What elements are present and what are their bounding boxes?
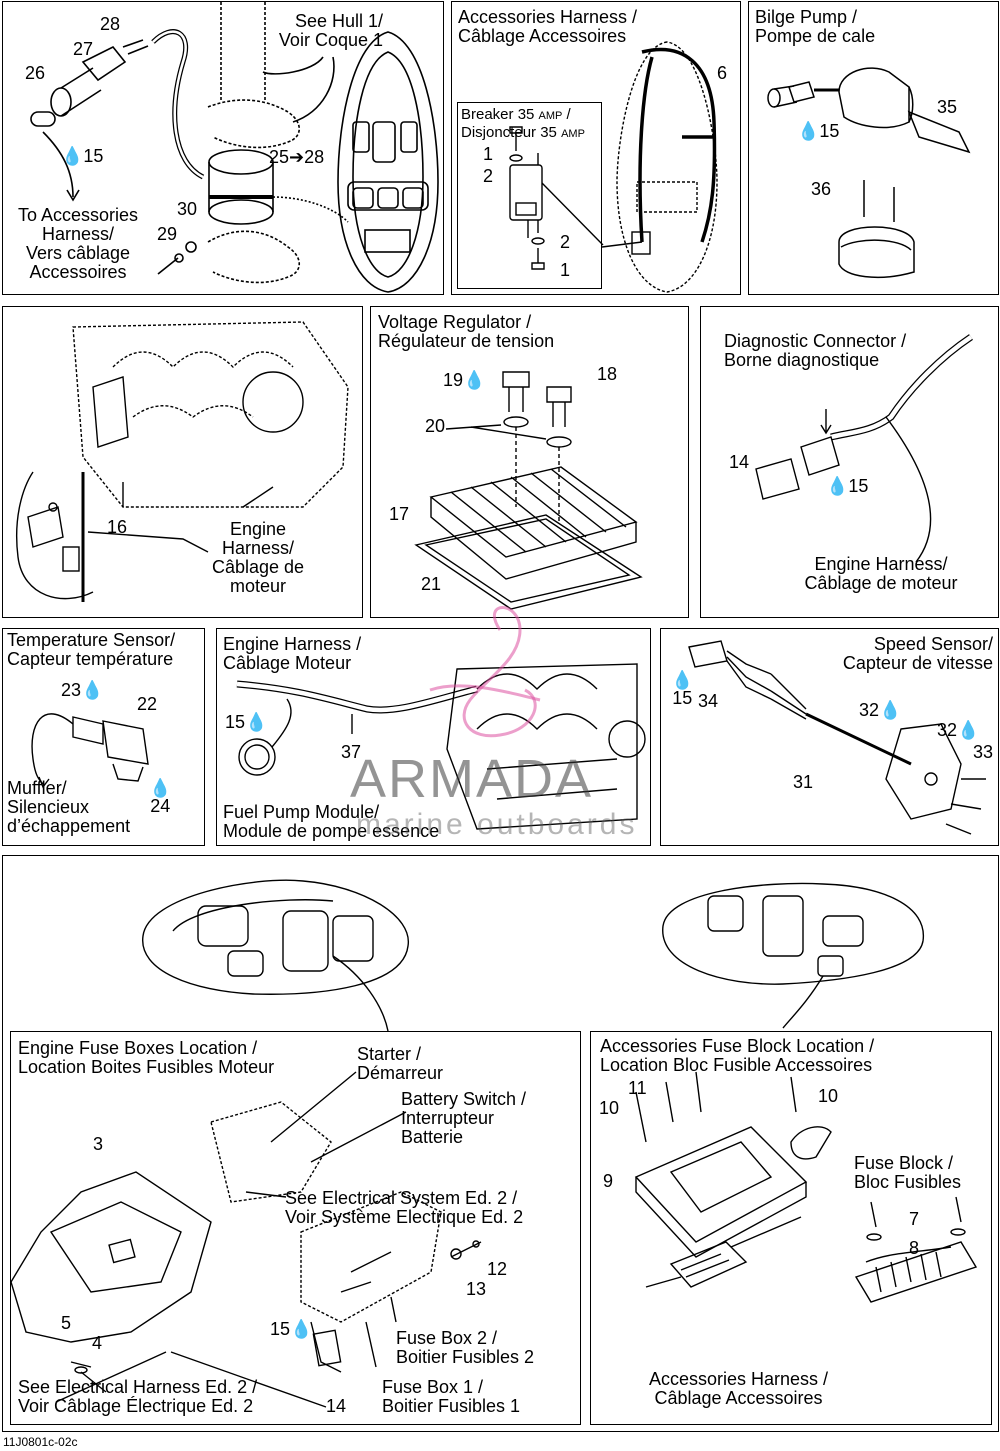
callout-15-fluid: 💧15 [671, 670, 694, 708]
callout-15-fluid: 💧15 [797, 121, 840, 141]
callout-1-bottom: 1 [560, 260, 571, 280]
engine-illustration [15, 321, 349, 602]
fuel-pump-module-label: Fuel Pump Module/Module de pompe essence [223, 802, 440, 841]
callout-25-to-28: 25➔28 [269, 147, 325, 167]
temperature-sensor-title: Temperature Sensor/Capteur température [7, 630, 176, 669]
breaker-illustration [509, 126, 604, 270]
callout-22: 22 [137, 694, 158, 714]
panel-voltage-regulator: Voltage Regulator /Régulateur de tension… [370, 306, 689, 618]
callout-21: 21 [421, 574, 442, 594]
see-electrical-system-label: See Electrical System Ed. 2 /Voir Systèm… [285, 1188, 524, 1227]
see-electrical-harness-label: See Electrical Harness Ed. 2 /Voir Câbla… [18, 1377, 258, 1416]
callout-15-fluid: 15💧 [270, 1319, 313, 1339]
callout-24-fluid: 💧24 [149, 778, 172, 816]
panel-engine-harness-fuel: Engine Harness /Câblage Moteur 15💧 37 Fu… [216, 628, 651, 846]
callout-7: 7 [909, 1209, 920, 1229]
fuse-box-1-label: Fuse Box 1 /Boitier Fusibles 1 [382, 1377, 521, 1416]
see-hull-label: See Hull 1/Voir Coque 1 [278, 11, 383, 50]
voltage-regulator-title: Voltage Regulator /Régulateur de tension [378, 312, 555, 351]
panel-bilge-pump: Bilge Pump /Pompe de cale 35 💧15 36 [748, 1, 999, 295]
callout-2-bottom: 2 [560, 232, 571, 252]
callout-33: 33 [973, 742, 994, 762]
callout-18: 18 [597, 364, 618, 384]
callout-32a-fluid: 32💧 [859, 700, 902, 720]
callout-37: 37 [341, 742, 362, 762]
callout-4: 4 [92, 1333, 103, 1353]
callout-15-fluid: 15💧 [225, 712, 268, 732]
diagnostic-connector-title: Diagnostic Connector /Borne diagnostique [724, 331, 907, 370]
callout-13: 13 [466, 1279, 487, 1299]
diagnostic-connector-illustration [755, 334, 973, 563]
speed-sensor-title: Speed Sensor/Capteur de vitesse [842, 634, 993, 673]
hull-wiring-illustration [30, 2, 439, 293]
callout-15-fluid: 💧15 [61, 146, 104, 166]
callout-10-right: 10 [818, 1086, 839, 1106]
breaker-label: Breaker 35 AMP / Disjoncteur 35 AMP [461, 106, 585, 141]
callout-14: 14 [729, 452, 750, 472]
engine-harness-title: Engine Harness /Câblage Moteur [223, 634, 362, 673]
starter-label: Starter /Démarreur [357, 1044, 444, 1083]
accessories-fuse-block-inset: Accessories Fuse Block Location /Locatio… [590, 1031, 992, 1425]
callout-14: 14 [326, 1396, 347, 1416]
engine-fuse-illustration [10, 1071, 482, 1408]
panel-speed-sensor: Speed Sensor/Capteur de vitesse 💧15 34 3… [660, 628, 999, 846]
callout-26: 26 [25, 63, 46, 83]
accessories-harness-illustration [601, 41, 718, 293]
figure-code: 11J0801c-02c [3, 1435, 78, 1449]
accessories-harness-title: Accessories Harness /Câblage Accessoires [458, 7, 638, 46]
callout-27: 27 [73, 39, 94, 59]
bilge-pump-illustration [767, 67, 971, 278]
panel-fuse-locations: Engine Fuse Boxes Location /Location Boi… [2, 855, 999, 1432]
callout-28: 28 [100, 14, 121, 34]
callout-10-left: 10 [599, 1098, 620, 1118]
callout-3: 3 [93, 1134, 104, 1154]
bilge-pump-title: Bilge Pump /Pompe de cale [755, 7, 876, 46]
callout-34: 34 [698, 691, 719, 711]
callout-36: 36 [811, 179, 832, 199]
callout-1-top: 1 [483, 144, 494, 164]
accessories-harness-label: Accessories Harness /Câblage Accessoires [648, 1369, 829, 1408]
panel-temperature-sensor: Temperature Sensor/Capteur température 2… [2, 628, 205, 846]
callout-16: 16 [107, 517, 128, 537]
callout-6: 6 [717, 63, 728, 83]
fuse-block-label: Fuse Block /Bloc Fusibles [854, 1153, 962, 1192]
engine-fuse-boxes-title: Engine Fuse Boxes Location /Location Boi… [18, 1038, 275, 1077]
callout-2-top: 2 [483, 166, 494, 186]
accessories-fuse-illustration [634, 1071, 978, 1303]
callout-35: 35 [937, 97, 958, 117]
callout-20: 20 [425, 416, 446, 436]
engine-harness-label: Engine Harness/Câblage de moteur [804, 554, 958, 593]
callout-12: 12 [487, 1259, 508, 1279]
panel-diagnostic-connector: Diagnostic Connector /Borne diagnostique… [700, 306, 999, 618]
temperature-sensor-illustration [31, 713, 149, 789]
fuse-box-2-label: Fuse Box 2 /Boitier Fusibles 2 [396, 1328, 535, 1367]
panel-accessories-harness: Accessories Harness /Câblage Accessoires… [451, 1, 741, 295]
callout-19-fluid: 19💧 [443, 370, 486, 390]
callout-15-fluid: 💧15 [826, 476, 869, 496]
callout-8: 8 [909, 1238, 920, 1258]
accessories-fuse-block-title: Accessories Fuse Block Location /Locatio… [600, 1036, 875, 1075]
callout-31: 31 [793, 772, 814, 792]
breaker-inset: Breaker 35 AMP / Disjoncteur 35 AMP 1 2 … [457, 102, 604, 289]
engine-fuse-boxes-inset: Engine Fuse Boxes Location /Location Boi… [10, 1031, 581, 1425]
fuse-locations-illustration [142, 879, 924, 1032]
callout-11: 11 [628, 1078, 647, 1098]
voltage-regulator-illustration [414, 371, 643, 610]
callout-5: 5 [61, 1313, 72, 1333]
callout-29: 29 [157, 224, 178, 244]
watermark-brand: ARMADA [350, 749, 594, 809]
callout-30: 30 [177, 199, 198, 219]
callout-17: 17 [389, 504, 410, 524]
callout-9: 9 [603, 1171, 614, 1191]
speed-sensor-illustration [688, 640, 986, 835]
watermark-sub: marine outboards [356, 808, 638, 841]
callout-32b-fluid: 32💧 [937, 720, 980, 740]
callout-23-fluid: 23💧 [61, 680, 104, 700]
